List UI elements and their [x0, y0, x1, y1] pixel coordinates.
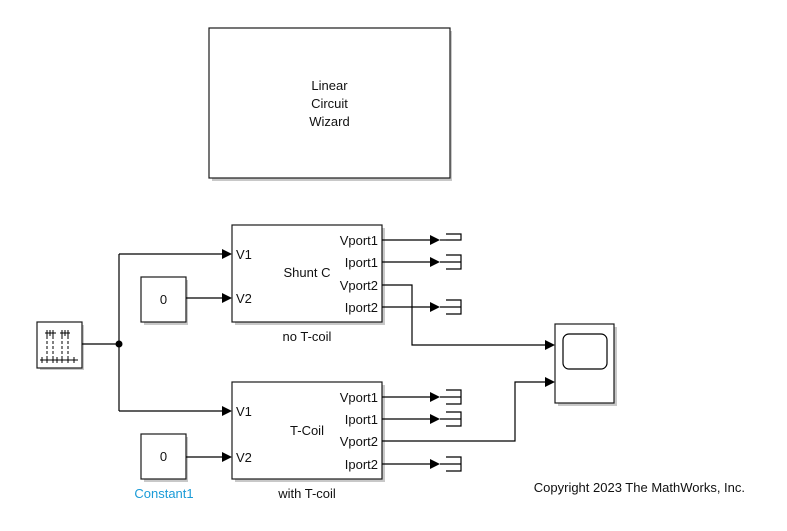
constant-block-top[interactable]: 0	[140, 276, 188, 325]
terminator-icon[interactable]	[440, 233, 462, 241]
output-port-vport1: Vport1	[340, 233, 378, 248]
linear-circuit-wizard-block[interactable]: Linear Circuit Wizard	[208, 27, 452, 181]
output-port-vport2: Vport2	[340, 434, 378, 449]
input-port-v2: V2	[236, 291, 252, 306]
scope-icon	[562, 333, 608, 370]
constant-bottom-value: 0	[160, 449, 167, 464]
terminators-bottom	[382, 389, 462, 472]
output-port-iport2: Iport2	[345, 300, 378, 315]
constant1-label[interactable]: Constant1	[134, 486, 193, 501]
output-port-vport1: Vport1	[340, 390, 378, 405]
constant-block-bottom[interactable]: 0	[140, 433, 188, 482]
signal-source-block[interactable]	[36, 321, 84, 370]
wizard-line-2: Circuit	[311, 96, 348, 111]
copyright-annotation: Copyright 2023 The MathWorks, Inc.	[534, 480, 745, 495]
input-port-v1: V1	[236, 404, 252, 419]
scope-wires	[382, 284, 555, 442]
output-port-iport1: Iport1	[345, 412, 378, 427]
subsystem-title: T-Coil	[290, 423, 324, 438]
terminator-icon[interactable]	[440, 456, 462, 472]
subsystem-label-no-tcoil[interactable]: no T-coil	[283, 329, 332, 344]
terminator-icon[interactable]	[440, 299, 462, 315]
wizard-line-1: Linear	[311, 78, 348, 93]
output-port-iport1: Iport1	[345, 255, 378, 270]
terminator-icon[interactable]	[440, 254, 462, 270]
signal-builder-icon	[40, 330, 78, 363]
scope-block[interactable]	[554, 323, 617, 406]
terminator-icon[interactable]	[440, 389, 462, 405]
input-port-v1: V1	[236, 247, 252, 262]
subsystem-title: Shunt C	[284, 265, 331, 280]
subsystem-shunt-c[interactable]: V1 V2 Shunt C Vport1 Iport1 Vport2 Iport…	[231, 224, 385, 325]
wizard-line-3: Wizard	[309, 114, 349, 129]
terminators-top	[382, 233, 462, 315]
subsystem-label-with-tcoil[interactable]: with T-coil	[277, 486, 336, 501]
output-port-vport2: Vport2	[340, 278, 378, 293]
source-wires	[82, 249, 232, 416]
constant-top-value: 0	[160, 292, 167, 307]
subsystem-t-coil[interactable]: V1 V2 T-Coil Vport1 Iport1 Vport2 Iport2	[231, 381, 385, 482]
input-port-v2: V2	[236, 450, 252, 465]
terminator-icon[interactable]	[440, 411, 462, 427]
output-port-iport2: Iport2	[345, 457, 378, 472]
branch-point	[115, 340, 123, 348]
